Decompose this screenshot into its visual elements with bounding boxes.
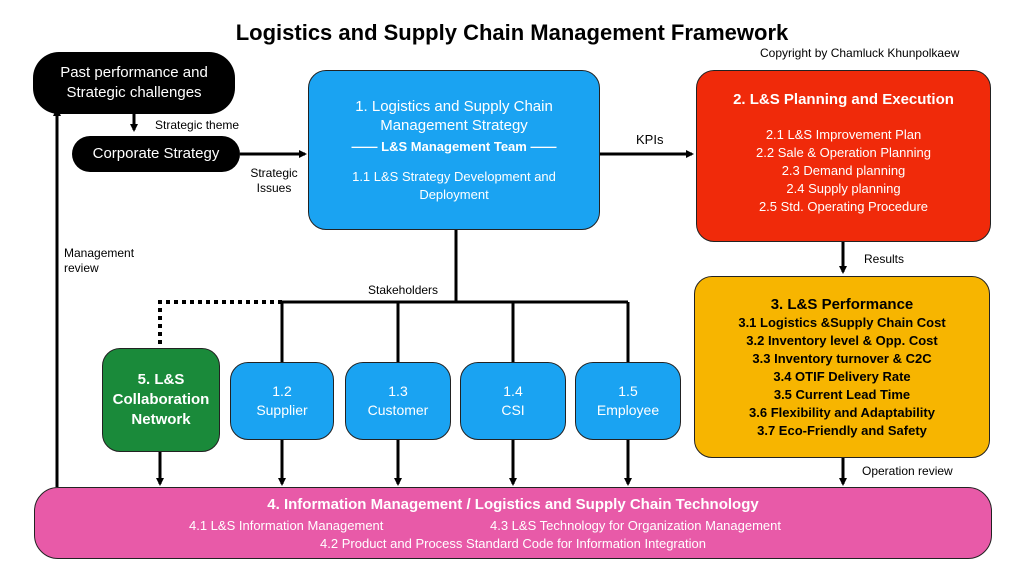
management-team-label: —— L&S Management Team ——: [351, 139, 557, 154]
page-title: Logistics and Supply Chain Management Fr…: [235, 20, 789, 45]
stakeholder-customer: 1.3 Customer: [345, 362, 451, 440]
stakeholder-csi: 1.4 CSI: [460, 362, 566, 440]
stakeholder-supplier: 1.2 Supplier: [230, 362, 334, 440]
corporate-strategy-node: Corporate Strategy: [72, 136, 240, 172]
label-stakeholders: Stakeholders: [368, 283, 439, 297]
past-performance-line-2: Strategic challenges: [66, 84, 202, 101]
performance-box: 3. L&S Performance 3.1 Logistics &Supply…: [694, 276, 990, 458]
planning-box: 2. L&S Planning and Execution 2.1 L&S Im…: [696, 70, 991, 242]
stakeholder-employee: 1.5 Employee: [575, 362, 681, 440]
past-performance-line-1: Past performance and: [60, 64, 208, 81]
label-operation-review: Operation review: [862, 464, 953, 478]
information-management-box: 4. Information Management / Logistics an…: [34, 487, 992, 559]
label-strategic-theme: Strategic theme: [155, 118, 240, 132]
label-results: Results: [864, 252, 905, 266]
label-strategic-issues: Strategic Issues: [250, 166, 298, 195]
dotted-link-collaboration: [158, 300, 282, 348]
collaboration-network-box: 5. L&S Collaboration Network: [102, 348, 220, 452]
label-management-review: Management review: [64, 246, 135, 275]
past-performance-node: Past performance and Strategic challenge…: [33, 52, 235, 114]
copyright-text: Copyright by Chamluck Khunpolkaew: [760, 46, 960, 60]
label-kpis: KPIs: [636, 132, 664, 147]
strategy-box: 1. Logistics and Supply Chain Management…: [308, 70, 600, 230]
